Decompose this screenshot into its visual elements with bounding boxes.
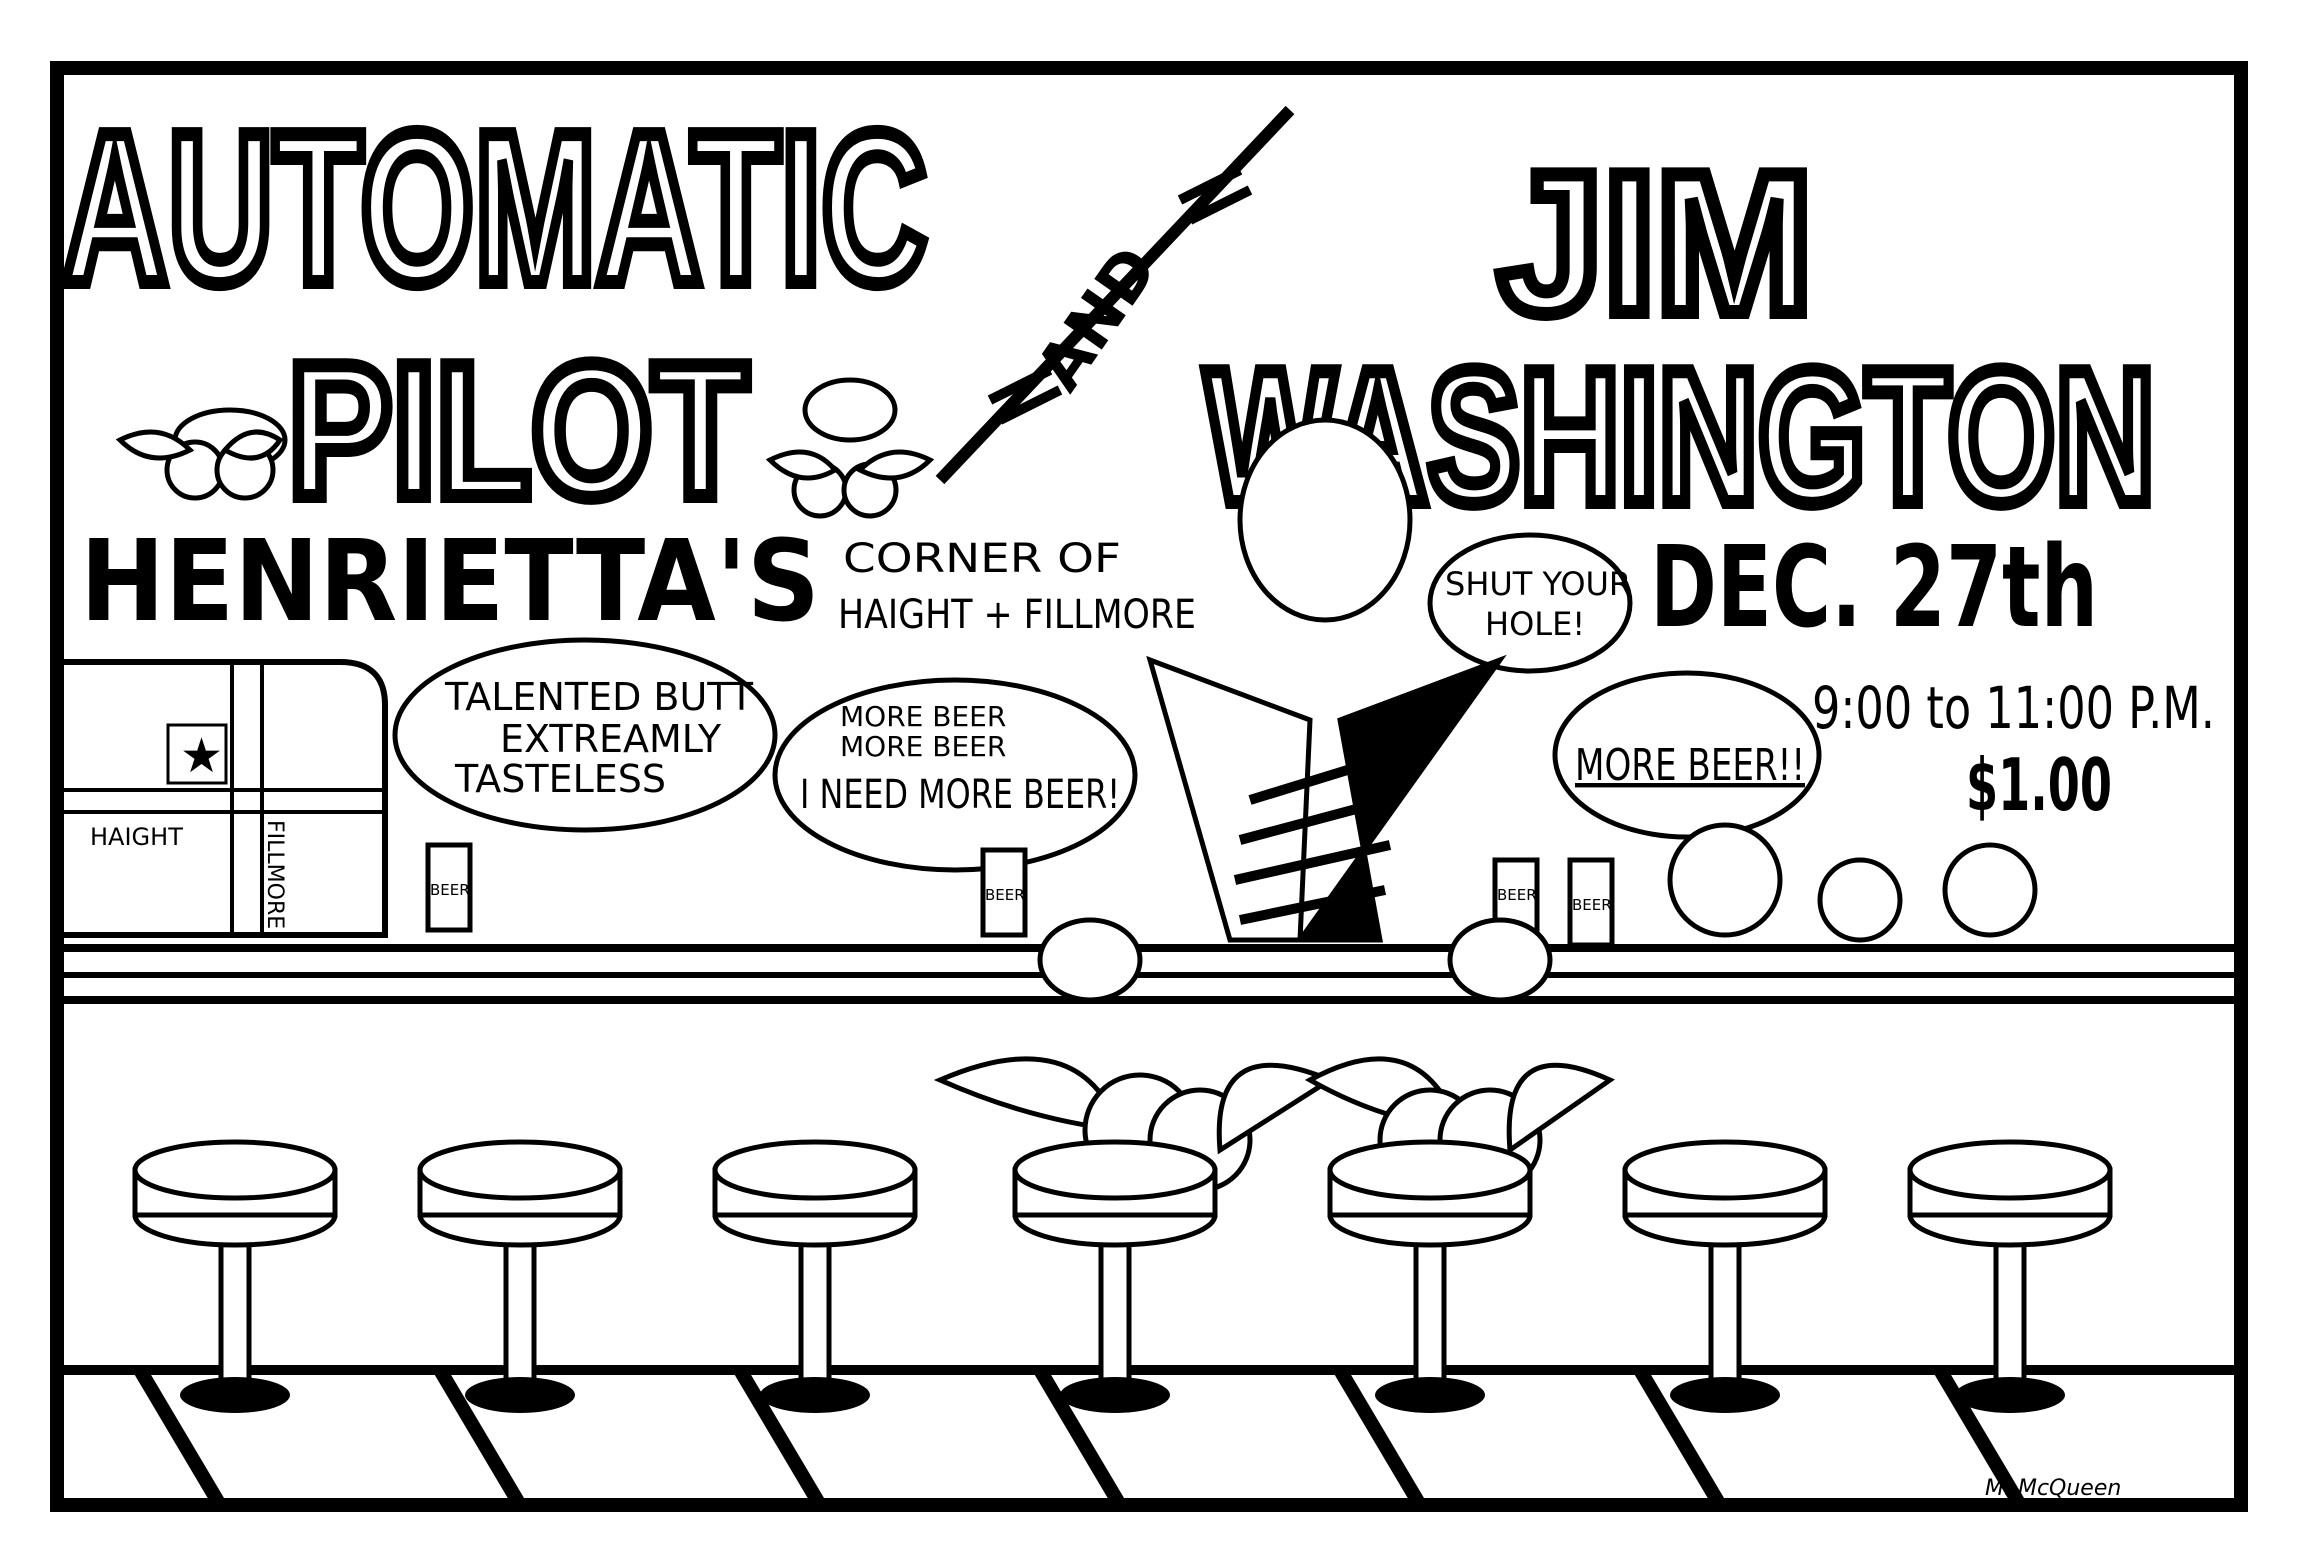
bubble-line: MORE BEER bbox=[840, 700, 1006, 733]
artist-signature: M. McQueen bbox=[1985, 1476, 2121, 1501]
band-name-automatic: AUTOMATIC bbox=[62, 87, 927, 328]
bar-stool bbox=[712, 1139, 918, 1413]
location-map: ★ HAIGHT FILLMORE bbox=[55, 659, 388, 938]
winged-mascots-at-bar bbox=[933, 917, 1616, 1193]
can-label: BEER bbox=[430, 881, 470, 899]
can-label: BEER bbox=[1572, 896, 1612, 914]
bar-counter bbox=[57, 944, 2241, 1004]
map-street-haight: HAIGHT bbox=[90, 823, 183, 851]
bar-stool bbox=[1327, 1139, 1533, 1413]
event-time: 9:00 to 11:00 P.M. bbox=[1812, 674, 2215, 742]
star-icon: ★ bbox=[180, 728, 223, 784]
bubble-line: MORE BEER bbox=[840, 730, 1006, 763]
floor-tiles bbox=[57, 1365, 2241, 1509]
bubble-line: EXTREAMLY bbox=[500, 717, 722, 761]
can-label: BEER bbox=[1497, 886, 1537, 904]
can-label: BEER bbox=[985, 886, 1025, 904]
bubble-line: MORE BEER!! bbox=[1575, 740, 1805, 791]
bubble-line: SHUT YOUR bbox=[1445, 565, 1631, 603]
bar-stool bbox=[1622, 1139, 1828, 1413]
bubble-line: HOLE! bbox=[1485, 605, 1585, 643]
venue-name: HENRIETTA'S bbox=[80, 517, 820, 647]
poster-border bbox=[50, 61, 2248, 1512]
event-date: DEC. 27th bbox=[1650, 523, 2098, 653]
location-line1: CORNER OF bbox=[843, 536, 1121, 582]
bar-stool bbox=[1907, 1139, 2113, 1413]
bubble-line: I NEED MORE BEER! bbox=[800, 772, 1120, 818]
bar-stools bbox=[132, 1139, 2113, 1413]
map-street-fillmore: FILLMORE bbox=[262, 820, 287, 929]
band-name-jim: JIM bbox=[1498, 132, 1813, 355]
bar-stool bbox=[1012, 1139, 1218, 1413]
speech-bubble-more-beer: MORE BEER!! bbox=[1552, 670, 1822, 840]
bartender-figure bbox=[1146, 417, 1507, 943]
location-line2: HAIGHT + FILLMORE bbox=[838, 592, 1196, 638]
bubble-line: TALENTED BUTT bbox=[444, 675, 754, 719]
bar-stool bbox=[132, 1139, 338, 1413]
beer-cans: BEER BEER BEER BEER bbox=[425, 842, 1615, 948]
apples bbox=[1667, 822, 2038, 943]
band-name-pilot: PILOT bbox=[288, 325, 748, 537]
winged-mascot-left bbox=[115, 407, 288, 501]
speech-bubble-need-beer: MORE BEER MORE BEER I NEED MORE BEER! bbox=[772, 677, 1138, 873]
ticket-price: $1.00 bbox=[1966, 743, 2112, 827]
winged-mascot-right bbox=[765, 377, 935, 519]
speech-bubble-shut: SHUT YOUR HOLE! bbox=[1427, 532, 1633, 674]
speech-bubble-talented: TALENTED BUTT EXTREAMLY TASTELESS bbox=[392, 637, 778, 833]
bubble-line: TASTELESS bbox=[454, 757, 666, 801]
bar-stool bbox=[417, 1139, 623, 1413]
